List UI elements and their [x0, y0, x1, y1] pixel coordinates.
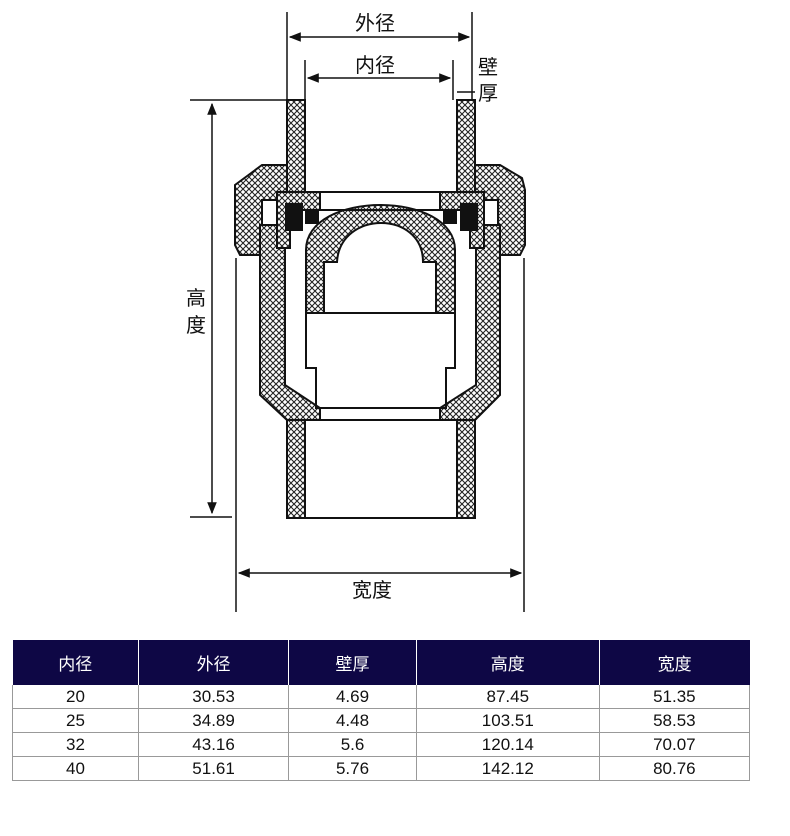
bottom-pipe-wall-left: [286, 419, 306, 519]
wall-thickness-label-1: 壁: [478, 55, 498, 79]
top-pipe-wall-right: [456, 99, 476, 193]
header-inner-diameter: 内径: [12, 640, 139, 685]
table-cell: 4.69: [288, 685, 417, 709]
union-nut-right: [474, 164, 526, 256]
inner-diameter-label: 内径: [355, 53, 395, 77]
header-height: 高度: [415, 640, 600, 685]
height-label-1: 高: [186, 286, 206, 310]
header-outer-diameter: 外径: [137, 640, 289, 685]
table-cell: 142.12: [415, 756, 600, 781]
ball-skirt: [305, 312, 456, 409]
gasket-right: [460, 203, 478, 231]
table-cell: 40: [12, 756, 139, 781]
table-cell: 30.53: [137, 685, 289, 709]
table-cell: 103.51: [415, 708, 600, 733]
table-cell: 5.6: [288, 732, 417, 757]
table-cell: 58.53: [598, 708, 751, 733]
table-cell: 43.16: [137, 732, 289, 757]
check-valve-diagram: 外径 内径 壁 厚 高 度 宽度: [186, 11, 526, 612]
width-label: 宽度: [352, 578, 392, 602]
height-label-2: 度: [186, 313, 206, 337]
table-cell: 87.45: [415, 685, 600, 709]
table-cell: 20: [12, 685, 139, 709]
table-cell: 5.76: [288, 756, 417, 781]
table-cell: 34.89: [137, 708, 289, 733]
table-row: 32 43.16 5.6 120.14 70.07: [12, 732, 751, 757]
table-cell: 51.61: [137, 756, 289, 781]
header-wall-thickness: 壁厚: [288, 640, 417, 685]
spec-table: 内径 外径 壁厚 高度 宽度 20 30.53 4.69 87.45 51.35…: [12, 640, 751, 781]
wall-thickness-label-2: 厚: [478, 81, 498, 105]
bottom-pipe-wall-right: [456, 419, 476, 519]
table-row: 25 34.89 4.48 103.51 58.53: [12, 708, 751, 733]
table-cell: 80.76: [598, 756, 751, 781]
table-header-row: 内径 外径 壁厚 高度 宽度: [12, 640, 750, 685]
table-cell: 25: [12, 708, 139, 733]
table-cell: 4.48: [288, 708, 417, 733]
table-cell: 51.35: [598, 685, 751, 709]
gasket-left: [285, 203, 303, 231]
table-row: 40 51.61 5.76 142.12 80.76: [12, 756, 751, 781]
top-pipe-wall-left: [286, 99, 306, 193]
outer-diameter-label: 外径: [355, 11, 395, 35]
check-ball: [305, 204, 456, 314]
table-cell: 70.07: [598, 732, 751, 757]
table-cell: 32: [12, 732, 139, 757]
table-row: 20 30.53 4.69 87.45 51.35: [12, 685, 751, 709]
header-width: 宽度: [598, 640, 750, 685]
table-cell: 120.14: [415, 732, 600, 757]
